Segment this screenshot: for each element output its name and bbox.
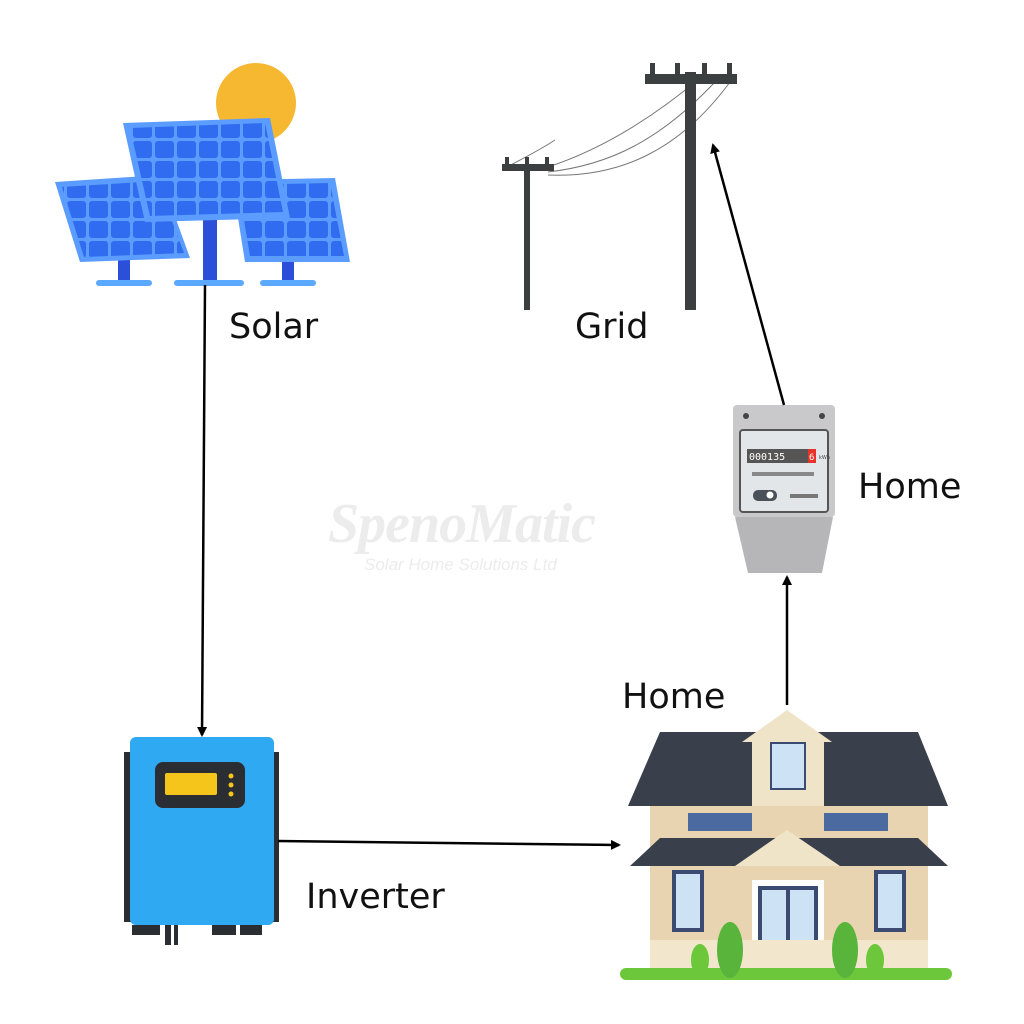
- power-grid-icon: [502, 63, 737, 310]
- label-grid: Grid: [575, 307, 649, 347]
- label-meter-home: Home: [858, 467, 962, 507]
- house-icon: [620, 710, 952, 980]
- arrow-meter-to-grid: [710, 143, 786, 406]
- solar-panels-icon: [55, 118, 350, 286]
- meter-reading-red: 6: [809, 453, 814, 463]
- arrow-solar-to-inverter: [197, 284, 208, 737]
- arrow-inverter-to-home: [277, 839, 621, 850]
- label-solar: Solar: [229, 307, 319, 347]
- watermark-tagline: Solar Home Solutions Ltd: [364, 555, 557, 574]
- watermark-brand: SpenoMatic: [328, 493, 596, 555]
- meter-reading: 000135: [749, 452, 785, 463]
- label-home: Home: [622, 677, 726, 717]
- inverter-icon: [124, 737, 279, 945]
- label-inverter: Inverter: [306, 877, 445, 917]
- electric-meter-icon: [733, 405, 835, 573]
- meter-unit: kWh: [819, 455, 830, 461]
